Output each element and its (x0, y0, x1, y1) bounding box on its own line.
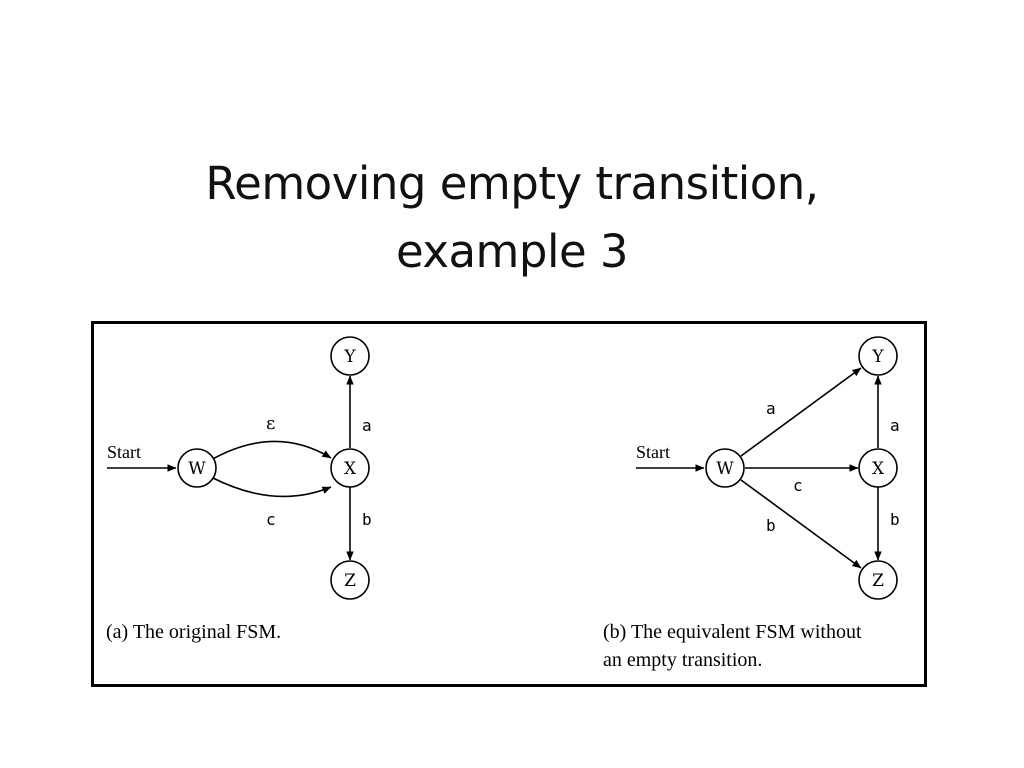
panel-b: Start a c b a b W X Y Z (b) The equivale… (603, 336, 900, 671)
panel-b-state-w-label: W (716, 459, 734, 479)
panel-a-caption: (a) The original FSM. (106, 621, 281, 643)
slide-title: Removing empty transition, example 3 (0, 150, 1024, 286)
panel-a: Start ε c a b W X Y Z (a) The original F… (106, 336, 372, 643)
panel-a-state-x-label: X (344, 459, 357, 479)
panel-b-edge-w-y (740, 367, 862, 457)
panel-b-state-y-label: Y (871, 347, 884, 367)
panel-a-state-z: Z (330, 560, 370, 600)
panel-b-edge-w-z (740, 479, 862, 569)
panel-a-state-x: X (330, 448, 370, 488)
panel-b-caption-line-1: (b) The equivalent FSM without (603, 621, 862, 643)
panel-a-label-epsilon: ε (266, 413, 275, 434)
panel-a-start-label: Start (107, 442, 141, 462)
panel-a-state-y: Y (330, 336, 370, 376)
panel-a-edge-w-x-upper (210, 440, 332, 461)
fsm-figure (91, 321, 927, 687)
panel-b-state-y: Y (858, 336, 898, 376)
slide-title-line-1: Removing empty transition, (205, 157, 819, 210)
panel-b-caption-line-2: an empty transition. (603, 649, 762, 671)
panel-a-state-y-label: Y (343, 347, 356, 367)
panel-b-label-w-x: c (793, 476, 803, 495)
slide-title-line-2: example 3 (395, 225, 629, 278)
panel-b-label-x-y: a (890, 416, 900, 435)
panel-b-label-w-z: b (766, 516, 776, 535)
panel-b-state-z: Z (858, 560, 898, 600)
panel-a-label-c: c (266, 510, 276, 529)
panel-b-state-z-label: Z (872, 571, 884, 591)
panel-a-edge-w-x-lower (210, 476, 332, 498)
panel-b-state-w: W (705, 448, 745, 488)
panel-b-label-w-y: a (766, 399, 776, 418)
panel-b-state-x-label: X (872, 459, 885, 479)
panel-b-label-x-z: b (890, 510, 900, 529)
panel-b-start-label: Start (636, 442, 670, 462)
panel-a-state-z-label: Z (344, 571, 356, 591)
panel-a-state-w: W (177, 448, 217, 488)
panel-b-state-x: X (858, 448, 898, 488)
panel-a-label-a: a (362, 416, 372, 435)
panel-a-state-w-label: W (188, 459, 206, 479)
panel-a-label-b: b (362, 510, 372, 529)
